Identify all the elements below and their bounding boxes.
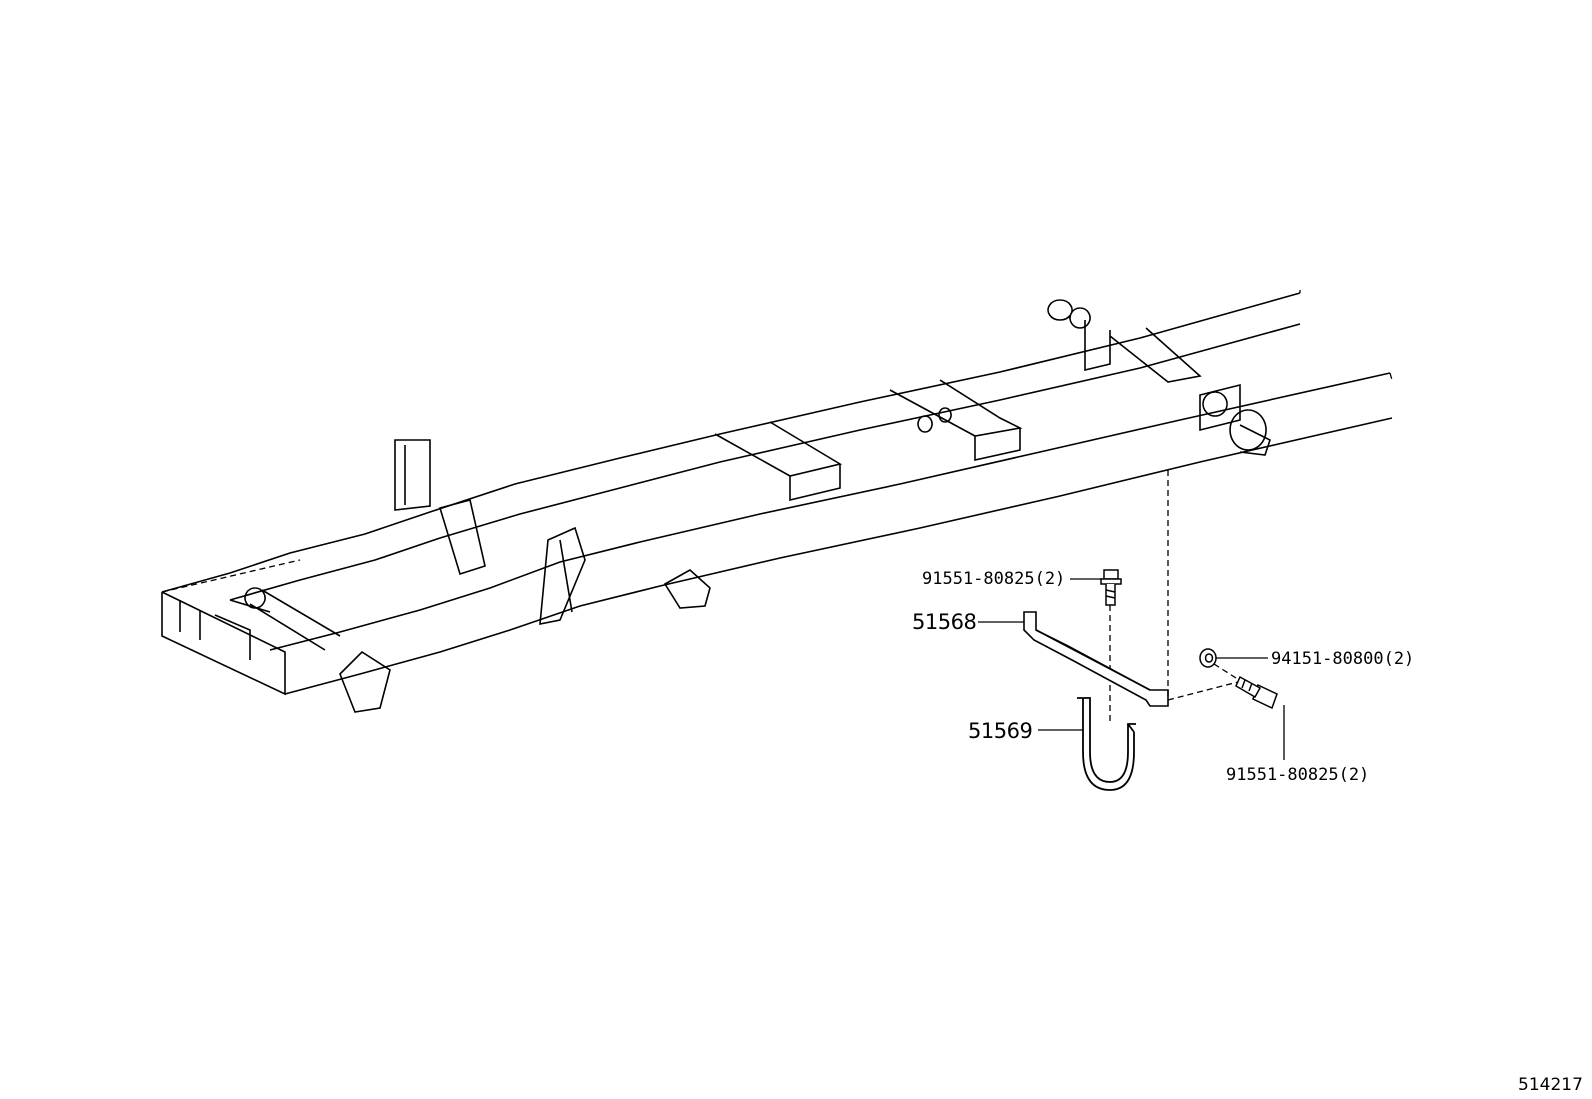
frame-mount-rear-1: [1047, 299, 1091, 329]
callout-nut: 94151-80800(2): [1271, 649, 1414, 669]
frame-front-tube: [244, 587, 341, 651]
frame-rail-outer-top: [161, 292, 1301, 593]
frame-crossmember-2: [889, 379, 1023, 461]
frame-front-crossmember: [161, 591, 286, 696]
frame-rail-inner-bottom: [284, 417, 1393, 695]
callout-bracket: 51568: [912, 610, 976, 634]
frame-front-inner: [179, 599, 271, 660]
frame-crossmember-1: [714, 421, 843, 502]
nut-axis: [1213, 663, 1237, 679]
frame-bracket-mid-left: [438, 499, 486, 576]
bolt-lower: [1235, 675, 1278, 710]
frame-mount-rear-2: [1202, 391, 1271, 456]
frame-bracket-mid-lower: [663, 569, 711, 609]
frame-crossmember-3: [1084, 320, 1202, 383]
frame-hidden-lines: [161, 290, 1393, 593]
callout-bolt-lower: 91551-80825(2): [1226, 765, 1369, 785]
frame-rear-end: [1199, 383, 1241, 432]
bracket-bolt-line: [1167, 681, 1239, 701]
frame-bracket-spring-hanger: [539, 526, 586, 625]
chassis-frame: [161, 292, 1393, 713]
band-51569: [1077, 697, 1136, 791]
bracket-51568: [1023, 611, 1169, 707]
callout-band: 51569: [968, 719, 1032, 743]
frame-bracket-front-lower: [339, 650, 391, 713]
frame-bracket-front-left: [394, 439, 431, 511]
bolt-upper: [1100, 569, 1122, 606]
diagram-reference-code: 514217: [1518, 1075, 1583, 1095]
nut-94151: [1199, 648, 1217, 668]
frame-mount-holes: [917, 407, 952, 433]
frame-rail-outer-inner-edge: [229, 323, 1301, 601]
frame-rail-inner-top: [269, 372, 1391, 651]
callout-bolt-upper: 91551-80825(2): [922, 569, 1065, 589]
